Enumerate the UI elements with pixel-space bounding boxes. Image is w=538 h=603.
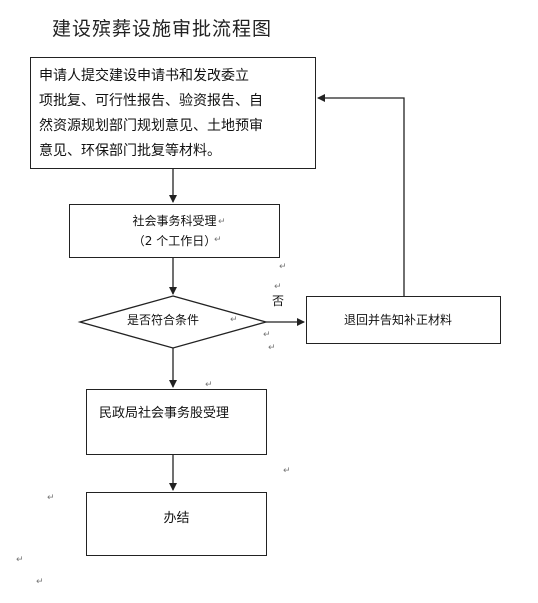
- paragraph-mark: ↵: [205, 380, 213, 390]
- apply-line-2: 项批复、可行性报告、验资报告、自: [39, 93, 263, 109]
- paragraph-mark: ↵: [230, 315, 238, 325]
- apply-line-4: 意见、环保部门批复等材料。: [39, 143, 221, 159]
- node-return: 退回并告知补正材料: [306, 296, 501, 344]
- accept-line-1: 社会事务科受理: [132, 214, 217, 228]
- node-finish: 办结: [86, 492, 267, 556]
- node-civil: 民政局社会事务股受理: [86, 389, 267, 455]
- arrow-return-to-apply: [317, 94, 405, 296]
- apply-line-3: 然资源规划部门规划意见、土地预审: [39, 118, 263, 134]
- paragraph-mark: ↵: [214, 235, 222, 245]
- decision-label: 是否符合条件: [127, 313, 200, 327]
- paragraph-mark: ↵: [283, 466, 291, 476]
- paragraph-mark: ↵: [268, 343, 276, 353]
- node-apply: 申请人提交建设申请书和发改委立 项批复、可行性报告、验资报告、自 然资源规划部门…: [30, 57, 316, 169]
- paragraph-mark: ↵: [263, 330, 271, 340]
- page-title: 建设殡葬设施审批流程图: [52, 18, 273, 40]
- apply-line-1: 申请人提交建设申请书和发改委立: [39, 68, 249, 84]
- paragraph-mark: ↵: [218, 217, 226, 227]
- paragraph-mark: ↵: [279, 262, 287, 272]
- accept-line-2: （2 个工作日）: [132, 234, 217, 248]
- no-label: 否: [272, 294, 285, 308]
- node-accept: 社会事务科受理 （2 个工作日）: [69, 204, 280, 258]
- paragraph-mark: ↵: [274, 282, 282, 292]
- paragraph-mark: ↵: [16, 555, 24, 565]
- paragraph-mark: ↵: [47, 493, 55, 503]
- paragraph-mark: ↵: [36, 577, 44, 587]
